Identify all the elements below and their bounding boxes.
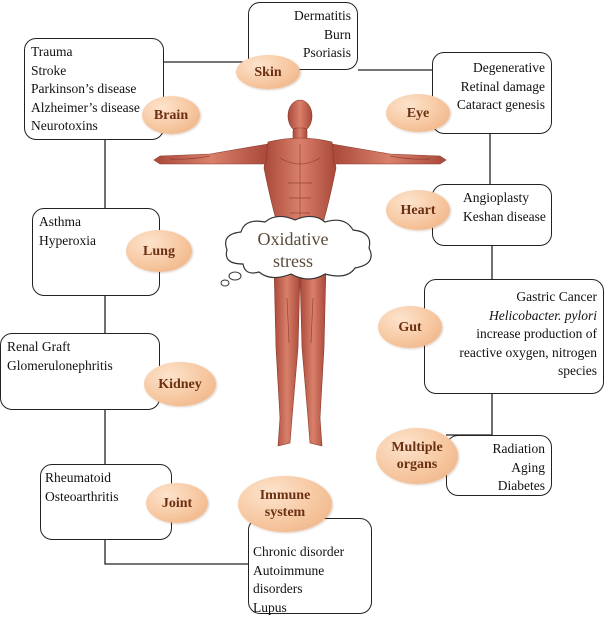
list-item: Aging	[511, 459, 545, 475]
skin-oval: Skin	[236, 55, 300, 89]
lung-oval: Lung	[126, 230, 192, 272]
list-item: Lupus	[253, 599, 287, 615]
list-item: Diabetes	[497, 478, 545, 493]
list-item: Degenerative	[473, 60, 545, 75]
connector-gut-multiple	[446, 394, 493, 436]
gut-items: Gastric Cancer Helicobacter. pylori incr…	[459, 288, 597, 381]
list-item: Asthma	[39, 214, 81, 229]
heart-box: Angioplasty Keshan disease	[432, 184, 552, 246]
list-item: Radiation	[492, 441, 546, 456]
list-item: Trauma	[31, 44, 73, 59]
kidney-items: Renal Graft Glomerulonephritis	[7, 338, 113, 375]
list-item: Chronic disorder	[253, 544, 345, 559]
gut-box: Gastric Cancer Helicobacter. pylori incr…	[424, 279, 604, 394]
center-title: Oxidative stress	[257, 229, 329, 271]
lung-items: Asthma Hyperoxia	[39, 213, 96, 250]
list-item: Glomerulonephritis	[7, 357, 113, 373]
brain-oval: Brain	[142, 96, 200, 134]
heart-oval: Heart	[386, 190, 450, 230]
brain-items: Trauma Stroke Parkinson’s disease Alzhei…	[31, 43, 140, 136]
list-item: Neurotoxins	[31, 118, 98, 133]
list-item: disorders	[253, 581, 303, 596]
kidney-box: Renal Graft Glomerulonephritis	[0, 333, 160, 410]
immune-system-box: Chronic disorder Autoimmune disorders Lu…	[248, 518, 372, 617]
list-item: Alzheimer’s disease	[31, 99, 140, 115]
list-item: Gastric Cancer	[516, 289, 597, 304]
brain-box: Trauma Stroke Parkinson’s disease Alzhei…	[24, 38, 164, 140]
joint-items: Rheumatoid Osteoarthritis	[45, 469, 119, 506]
list-item: Autoimmune	[253, 562, 325, 578]
list-item: Hyperoxia	[39, 232, 96, 248]
multiple-organs-oval: Multiple organs	[376, 428, 458, 484]
eye-items: Degenerative Retinal damage Cataract gen…	[457, 59, 545, 115]
list-item: species	[558, 363, 597, 378]
list-item: Psoriasis	[302, 45, 351, 60]
eye-oval: Eye	[386, 94, 450, 132]
immune-system-items: Chronic disorder Autoimmune disorders Lu…	[253, 543, 344, 617]
list-item: Osteoarthritis	[45, 488, 119, 504]
immune-system-oval: Immune system	[238, 476, 332, 532]
list-item: Keshan disease	[463, 208, 546, 224]
multiple-organs-items: Radiation Aging Diabetes	[493, 440, 546, 496]
list-item: Cataract genesis	[456, 97, 545, 112]
list-item: reactive oxygen, nitrogen	[459, 344, 597, 360]
gut-oval: Gut	[378, 306, 442, 348]
connector-joint-immune	[104, 540, 248, 565]
multiple-organs-box: Radiation Aging Diabetes	[446, 435, 552, 496]
kidney-oval: Kidney	[144, 362, 216, 406]
heart-items: Angioplasty Keshan disease	[463, 189, 546, 226]
oxidative-stress-cloud	[220, 215, 372, 287]
skin-items: Dermatitis Burn Psoriasis	[294, 7, 351, 63]
eye-box: Degenerative Retinal damage Cataract gen…	[432, 52, 552, 134]
list-item: Burn	[324, 26, 351, 42]
list-item: Retinal damage	[460, 78, 545, 94]
list-item: Stroke	[31, 62, 67, 78]
list-item: Dermatitis	[294, 8, 351, 23]
list-item: Renal Graft	[7, 339, 71, 354]
joint-oval: Joint	[146, 483, 208, 523]
list-item: Helicobacter. pylori	[489, 307, 597, 323]
list-item: Parkinson’s disease	[31, 81, 137, 96]
list-item: Angioplasty	[463, 190, 529, 205]
list-item: Rheumatoid	[45, 470, 111, 485]
list-item: increase production of	[476, 326, 597, 341]
